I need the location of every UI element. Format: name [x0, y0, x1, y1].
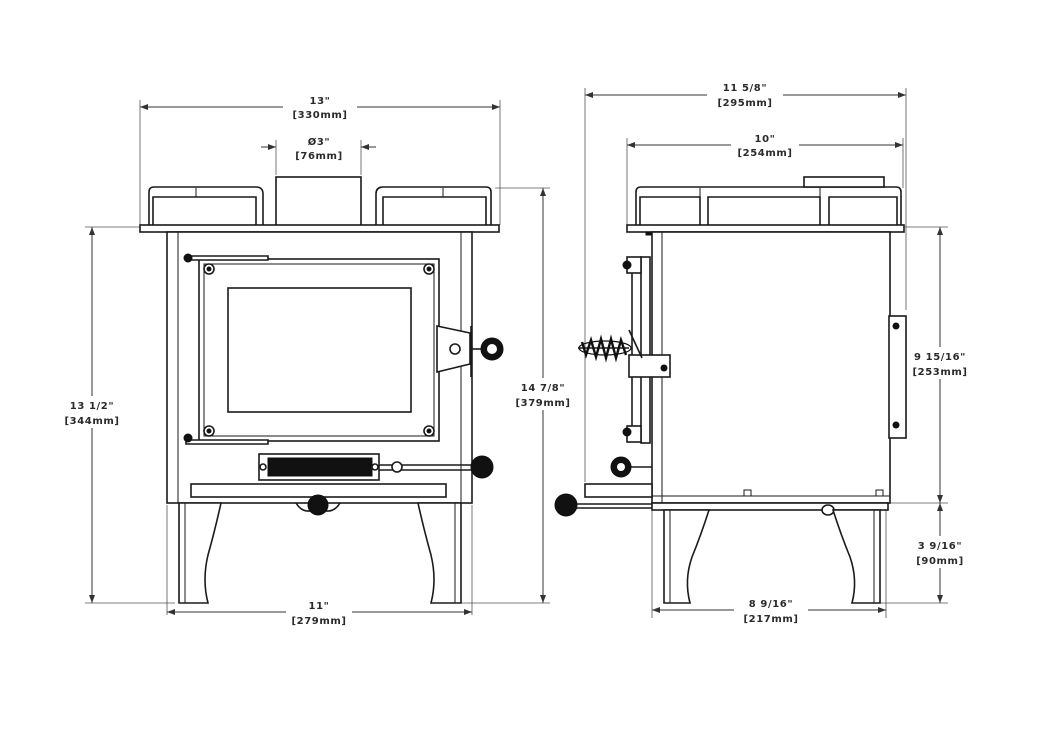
stove-body-side — [651, 231, 891, 504]
side-leg-height-metric: [90mm] — [916, 556, 964, 567]
leg-right — [417, 502, 462, 604]
door-latch-side — [628, 354, 671, 378]
flue-diameter-metric: [76mm] — [295, 151, 343, 162]
coil-handle-icon — [578, 334, 632, 363]
side-body-depth-metric: [254mm] — [737, 148, 792, 159]
vent-knob-icon — [470, 455, 494, 479]
leg-rear-side — [831, 509, 881, 604]
front-width-metric: [330mm] — [292, 110, 347, 121]
side-body-height-metric: [253mm] — [912, 367, 967, 378]
top-plate — [139, 224, 500, 233]
door-glass — [227, 287, 412, 413]
front-view: 13" [330mm] Ø3" [76mm] 13 1/2" [344mm] 1… — [58, 93, 576, 628]
side-body-depth-imperial: 10" — [755, 134, 776, 145]
rear-bracket — [888, 315, 907, 439]
ash-knob-side-icon — [554, 493, 578, 517]
flue-diameter-imperial: Ø3" — [308, 136, 330, 148]
flue-collar — [275, 176, 362, 228]
side-depth-imperial: 11 5/8" — [723, 83, 767, 94]
ash-knob-icon — [307, 494, 329, 516]
leg-front-side — [663, 509, 711, 604]
front-width-imperial: 13" — [310, 96, 331, 107]
front-height-metric: [344mm] — [64, 416, 119, 427]
leg-left — [178, 502, 222, 604]
side-leg-span-metric: [217mm] — [743, 614, 798, 625]
side-leg-height-imperial: 3 9/16" — [918, 541, 962, 552]
front-leg-span-metric: [279mm] — [291, 616, 346, 627]
front-leg-span-imperial: 11" — [309, 601, 330, 612]
front-height-imperial: 13 1/2" — [70, 401, 114, 412]
total-height-imperial: 14 7/8" — [521, 383, 565, 394]
flue-collar-side — [803, 176, 885, 188]
side-body-height-imperial: 9 15/16" — [914, 352, 966, 363]
side-leg-span-imperial: 8 9/16" — [749, 599, 793, 610]
side-depth-metric: [295mm] — [717, 98, 772, 109]
side-view: 11 5/8" [295mm] 10" [254mm] 9 15/16" [25… — [554, 80, 972, 626]
total-height-metric: [379mm] — [515, 398, 570, 409]
